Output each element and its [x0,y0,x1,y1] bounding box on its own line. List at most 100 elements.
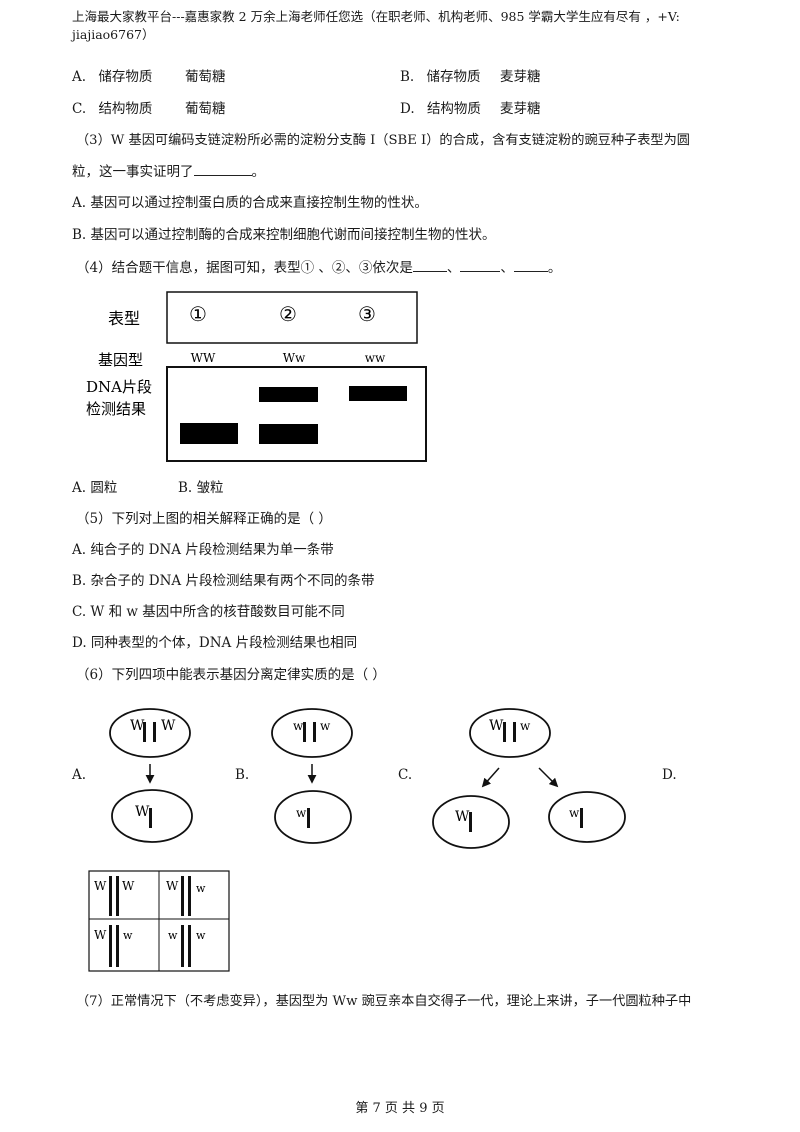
dna-band-small [180,423,238,444]
q4-option-a: A. 圆粒 [72,480,118,496]
q4-blank-2[interactable] [460,257,501,272]
arrow-icon [538,767,559,788]
q5-option-c: C. W 和 w 基因中所含的核苷酸数目可能不同 [72,604,345,620]
genotype-2: Ww [283,351,306,365]
q2-option-d: D. 结构物质 [400,99,481,119]
allele-label: W [135,804,150,820]
q5-stem: （5）下列对上图的相关解释正确的是（ ） [76,511,332,527]
genotype-3: ww [365,351,386,365]
chromosome [580,808,583,828]
q4-stem-text: （4）结合题干信息，据图可知，表型① 、②、③依次是 [76,260,413,276]
allele-label: w [320,719,331,733]
row-label-genotype: 基因型 [98,351,143,369]
allele-label: W [94,928,107,942]
option-kind: 储存物质 [426,69,481,85]
option-kind: 储存物质 [98,69,153,85]
q6-label-a: A. [72,767,87,783]
arrow-icon [481,767,500,788]
q2-option-a-item: 葡萄糖 [185,69,226,85]
phenotype-box [166,291,418,344]
q4-stem-end: 。 [547,260,562,276]
chromosome [153,722,156,742]
allele-label: W [455,809,470,825]
q2-option-c-item: 葡萄糖 [185,101,226,117]
q3-answer-blank[interactable] [193,161,252,176]
page-header-line1: 上海最大家教平台---嘉惠家教 2 万余上海老师任您选（在职老师、机构老师、98… [72,9,680,24]
gamete-cell [111,789,193,843]
gamete-cell [432,795,510,849]
dna-band-figure: 表型 基因型 DNA片段 检测结果 ① ② ③ WW Ww ww [86,291,427,462]
allele-label: W [161,718,176,734]
option-c-diagram[interactable]: W w W w [432,708,626,849]
q5-option-a: A. 纯合子的 DNA 片段检测结果为单一条带 [72,542,334,558]
parent-cell [271,708,353,758]
dna-band-small [259,424,318,444]
q4-option-b: B. 皱粒 [178,480,224,496]
dna-band-large [259,387,318,402]
q3-stem-end: 。 [251,164,266,180]
q2-option-a: A. 储存物质 [72,67,152,87]
parent-cell [469,708,551,758]
option-kind: 结构物质 [98,101,153,117]
q6-stem: （6）下列四项中能表示基因分离定律实质的是（ ） [76,667,386,683]
chromosome [116,876,119,916]
dna-result-box [166,366,427,462]
option-letter: A. [72,69,87,85]
q6-label-b: B. [235,767,250,783]
gamete-cell [274,790,352,844]
chromosome [109,876,112,916]
q2-option-b: B. 储存物质 [400,67,481,87]
genotype-1: WW [191,351,216,365]
q6-meiosis-diagrams: W W W w w w W w W w [109,708,626,849]
chromosome [313,722,316,742]
q6-label-d: D. [662,767,677,783]
allele-label: W [122,879,135,893]
q3-option-a: A. 基因可以通过控制蛋白质的合成来直接控制生物的性状。 [72,195,428,211]
chromosome [188,925,191,967]
phenotype-3: ③ [358,302,376,326]
option-a-diagram[interactable]: W W W [109,708,193,843]
option-kind: 结构物质 [426,101,481,117]
page-number: 第 7 页 共 9 页 [355,1101,445,1116]
page-header-line2: jiajiao6767） [72,27,155,42]
option-letter: C. [72,101,87,117]
q2-option-c: C. 结构物质 [72,99,152,119]
chromosome [469,812,472,832]
q4-stem: （4）结合题干信息，据图可知，表型① 、②、③依次是、、。 [76,257,561,278]
allele-label: W [166,879,179,893]
chromosome [109,925,112,967]
q3-stem-line1: （3）W 基因可编码支链淀粉所必需的淀粉分支酶 I（SBE I）的合成，含有支链… [76,133,690,148]
q3-stem-text: 粒，这一事实证明了 [72,164,194,180]
allele-label: w [196,882,206,895]
row-label-dna-1: DNA片段 [86,378,152,396]
chromosome [503,722,506,742]
phenotype-2: ② [279,302,297,326]
allele-label: W [130,718,145,734]
allele-label: w [168,929,178,942]
allele-label: w [196,929,206,942]
option-letter: B. [400,69,415,85]
phenotype-1: ① [189,302,207,326]
chromosome [307,808,310,828]
q4-blank-1[interactable] [412,257,447,272]
q7-stem-line1: （7）正常情况下（不考虑变异），基因型为 Ww 豌豆亲本自交得子一代，理论上来讲… [76,994,692,1009]
option-b-diagram[interactable]: w w w [271,708,353,844]
allele-label: w [123,929,133,942]
q4-sep: 、 [446,260,461,276]
option-d-grid[interactable]: W W W w W w w w [88,870,233,975]
allele-label: w [296,806,307,820]
chromosome [116,925,119,967]
dna-band-large [349,386,407,401]
row-label-dna-2: 检测结果 [86,400,146,418]
chromosome [143,722,146,742]
allele-label: W [489,718,504,734]
q3-option-b: B. 基因可以通过控制酶的合成来控制细胞代谢而间接控制生物的性状。 [72,227,496,243]
chromosome [181,876,184,916]
parent-cell [109,708,191,758]
option-letter: D. [400,101,415,117]
q5-option-d: D. 同种表型的个体，DNA 片段检测结果也相同 [72,635,358,651]
chromosome [181,925,184,967]
q4-blank-3[interactable] [513,257,548,272]
q6-label-c: C. [398,767,413,783]
gamete-cell [548,791,626,843]
